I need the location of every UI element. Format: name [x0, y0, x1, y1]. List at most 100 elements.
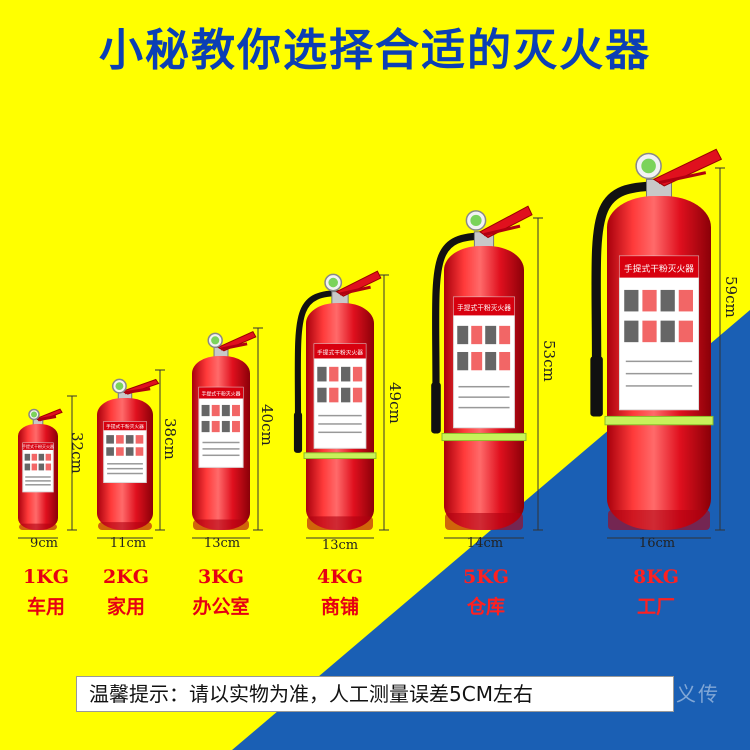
extinguisher: 手提式干粉灭火器: [97, 369, 165, 539]
hose: [591, 181, 662, 364]
height-label: 40cm: [258, 404, 276, 446]
instruction-pictogram: [329, 366, 339, 382]
label-text-line: [107, 467, 143, 470]
instruction-pictogram: [678, 289, 693, 312]
width-label: 14cm: [466, 536, 504, 551]
instruction-pictogram: [232, 404, 240, 417]
lever: [339, 285, 371, 296]
label-text-line: [107, 472, 143, 475]
label-text-line: [25, 476, 51, 478]
instruction-pictogram: [485, 351, 497, 371]
extinguisher: 手提式干粉灭火器: [431, 205, 543, 539]
nozzle: [293, 411, 303, 453]
instruction-pictogram: [678, 320, 693, 343]
instruction-pictogram: [457, 351, 469, 371]
lever: [220, 342, 248, 351]
cylinder-base: [307, 516, 373, 530]
usage-label: 商铺: [320, 596, 359, 618]
label-text-line: [625, 385, 693, 387]
nozzle: [590, 356, 603, 417]
extinguisher: 手提式干粉灭火器: [293, 270, 389, 539]
usage-label: 车用: [26, 596, 65, 618]
cylinder-base: [19, 523, 57, 530]
instruction-pictogram: [660, 320, 675, 343]
cylinder-base: [445, 512, 523, 530]
extinguisher: 手提式干粉灭火器: [18, 395, 77, 539]
cylinder-base: [193, 519, 249, 530]
extinguisher: 手提式干粉灭火器: [590, 148, 725, 539]
instruction-pictogram: [135, 447, 144, 456]
label-text-line: [202, 448, 240, 450]
label-text-line: [318, 431, 362, 434]
usage-label: 工厂: [636, 596, 675, 618]
instruction-pictogram: [624, 289, 639, 312]
gauge-face: [641, 158, 656, 174]
reflective-band: [604, 415, 714, 426]
instruction-pictogram: [471, 351, 483, 371]
reflective-band: [303, 452, 377, 459]
label-text-line: [318, 423, 362, 425]
instruction-pictogram: [106, 435, 114, 444]
cylinder-base: [608, 509, 710, 530]
instruction-pictogram: [624, 320, 639, 343]
instruction-pictogram: [125, 435, 134, 444]
weight-label: 8KG: [633, 566, 679, 588]
gauge-face: [115, 382, 124, 391]
label-text: 手提式干粉灭火器: [202, 390, 241, 397]
instruction-pictogram: [457, 325, 469, 345]
instruction-pictogram: [38, 463, 45, 471]
instruction-pictogram: [135, 435, 144, 444]
label-header: [103, 421, 147, 431]
instruction-pictogram: [352, 366, 363, 382]
label-header: [22, 443, 54, 450]
cylinder-base: [98, 522, 152, 530]
label-text-line: [25, 484, 51, 486]
width-label: 9cm: [30, 536, 58, 551]
instruction-pictogram: [642, 320, 657, 343]
instruction-pictogram: [24, 463, 31, 471]
instruction-pictogram: [116, 447, 124, 456]
instruction-pictogram: [38, 453, 45, 461]
instruction-pictogram: [221, 420, 230, 433]
gauge-face: [470, 214, 482, 227]
hose: [432, 232, 487, 389]
instruction-pictogram: [45, 463, 52, 471]
instruction-pictogram: [642, 289, 657, 312]
instruction-pictogram: [232, 420, 240, 433]
label-text-line: [25, 480, 51, 482]
lever: [658, 171, 707, 185]
lever: [483, 224, 521, 237]
hose: [294, 289, 343, 417]
label-text: 手提式干粉灭火器: [317, 348, 363, 356]
weight-label: 2KG: [103, 566, 149, 588]
label-text-line: [202, 441, 240, 444]
label-header: [619, 256, 699, 278]
label-header: [198, 387, 244, 399]
banner-title: 小秘教你选择合适的灭火器: [99, 25, 651, 76]
height-label: 59cm: [722, 276, 740, 318]
notice-box: 温馨提示：请以实物为准，人工测量误差5CM左右: [76, 676, 674, 712]
usage-label: 仓库: [466, 596, 505, 618]
instruction-pictogram: [485, 325, 497, 345]
weight-label: 4KG: [317, 566, 363, 588]
instruction-pictogram: [352, 387, 363, 403]
label-text: 手提式干粉灭火器: [457, 303, 511, 312]
label-text-line: [202, 454, 240, 457]
instruction-pictogram: [45, 453, 52, 461]
instruction-pictogram: [201, 404, 210, 417]
instruction-pictogram: [106, 447, 114, 456]
reflective-band: [441, 432, 527, 442]
lever: [37, 415, 57, 422]
height-label: 53cm: [540, 340, 558, 382]
instruction-pictogram: [341, 387, 351, 403]
usage-label: 办公室: [192, 596, 250, 618]
width-label: 16cm: [638, 536, 676, 551]
instruction-pictogram: [317, 366, 327, 382]
instruction-pictogram: [125, 447, 134, 456]
height-label: 38cm: [161, 418, 179, 460]
instruction-pictogram: [31, 453, 38, 461]
instruction-pictogram: [201, 420, 210, 433]
weight-label: 1KG: [23, 566, 69, 588]
instruction-pictogram: [499, 351, 511, 371]
